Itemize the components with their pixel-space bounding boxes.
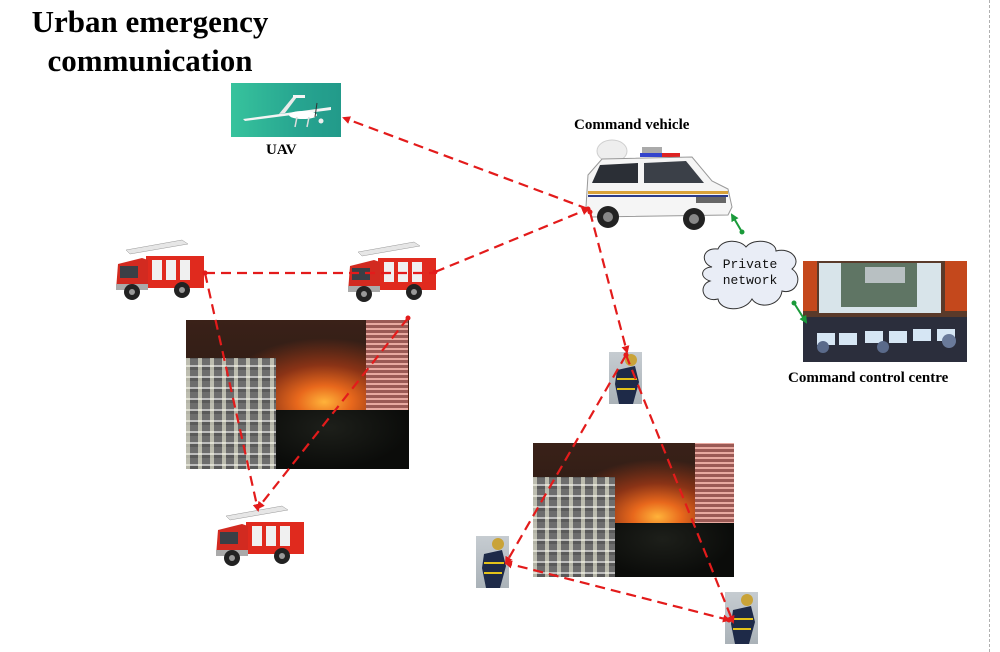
uav-node — [231, 83, 341, 137]
firefighter-icon — [615, 354, 639, 404]
page-border-line — [989, 0, 990, 652]
link-endpoint-dot — [739, 229, 745, 235]
command-control-centre-node — [803, 261, 967, 362]
diagram-title: Urban emergency communication — [14, 2, 286, 80]
command-control-centre-label: Command control centre — [788, 370, 949, 386]
uav-label: UAV — [266, 142, 297, 158]
firefighter-icon — [731, 594, 755, 644]
fire-truck-icon — [348, 241, 436, 302]
fire-truck-left — [112, 238, 208, 304]
fire-truck-icon — [116, 239, 204, 300]
control-room-icon — [803, 261, 967, 362]
command-vehicle-label: Command vehicle — [574, 117, 690, 133]
fire-truck-bottom — [212, 504, 308, 570]
firefighter-left — [476, 536, 509, 588]
tower-right — [366, 320, 408, 415]
private-network-line-2: network — [722, 273, 778, 288]
fire-scene-left — [186, 320, 409, 469]
building-left — [533, 477, 615, 577]
fire-scene-right — [533, 443, 734, 577]
fire-truck-icon — [216, 505, 304, 566]
drone-icon — [243, 95, 331, 128]
command-vehicle-node — [582, 137, 738, 237]
fire-truck-middle — [344, 240, 440, 306]
trees — [276, 410, 409, 469]
command-van-icon — [585, 139, 733, 230]
cloud-icon — [702, 240, 799, 310]
private-network-node: Private network — [696, 237, 804, 315]
link-command-vehicle-to-uav — [342, 116, 589, 211]
title-line-1: Urban emergency — [31, 4, 269, 39]
tower-right — [695, 443, 734, 529]
link-fire-truck-middle-to-command-vehicle — [434, 207, 590, 274]
title-line-2: communication — [47, 43, 253, 78]
firefighter-icon — [482, 538, 506, 588]
building-left — [186, 358, 276, 469]
private-network-line-1: Private — [722, 257, 778, 272]
trees — [615, 523, 734, 577]
firefighter-top — [609, 352, 642, 404]
firefighter-right — [725, 592, 758, 644]
